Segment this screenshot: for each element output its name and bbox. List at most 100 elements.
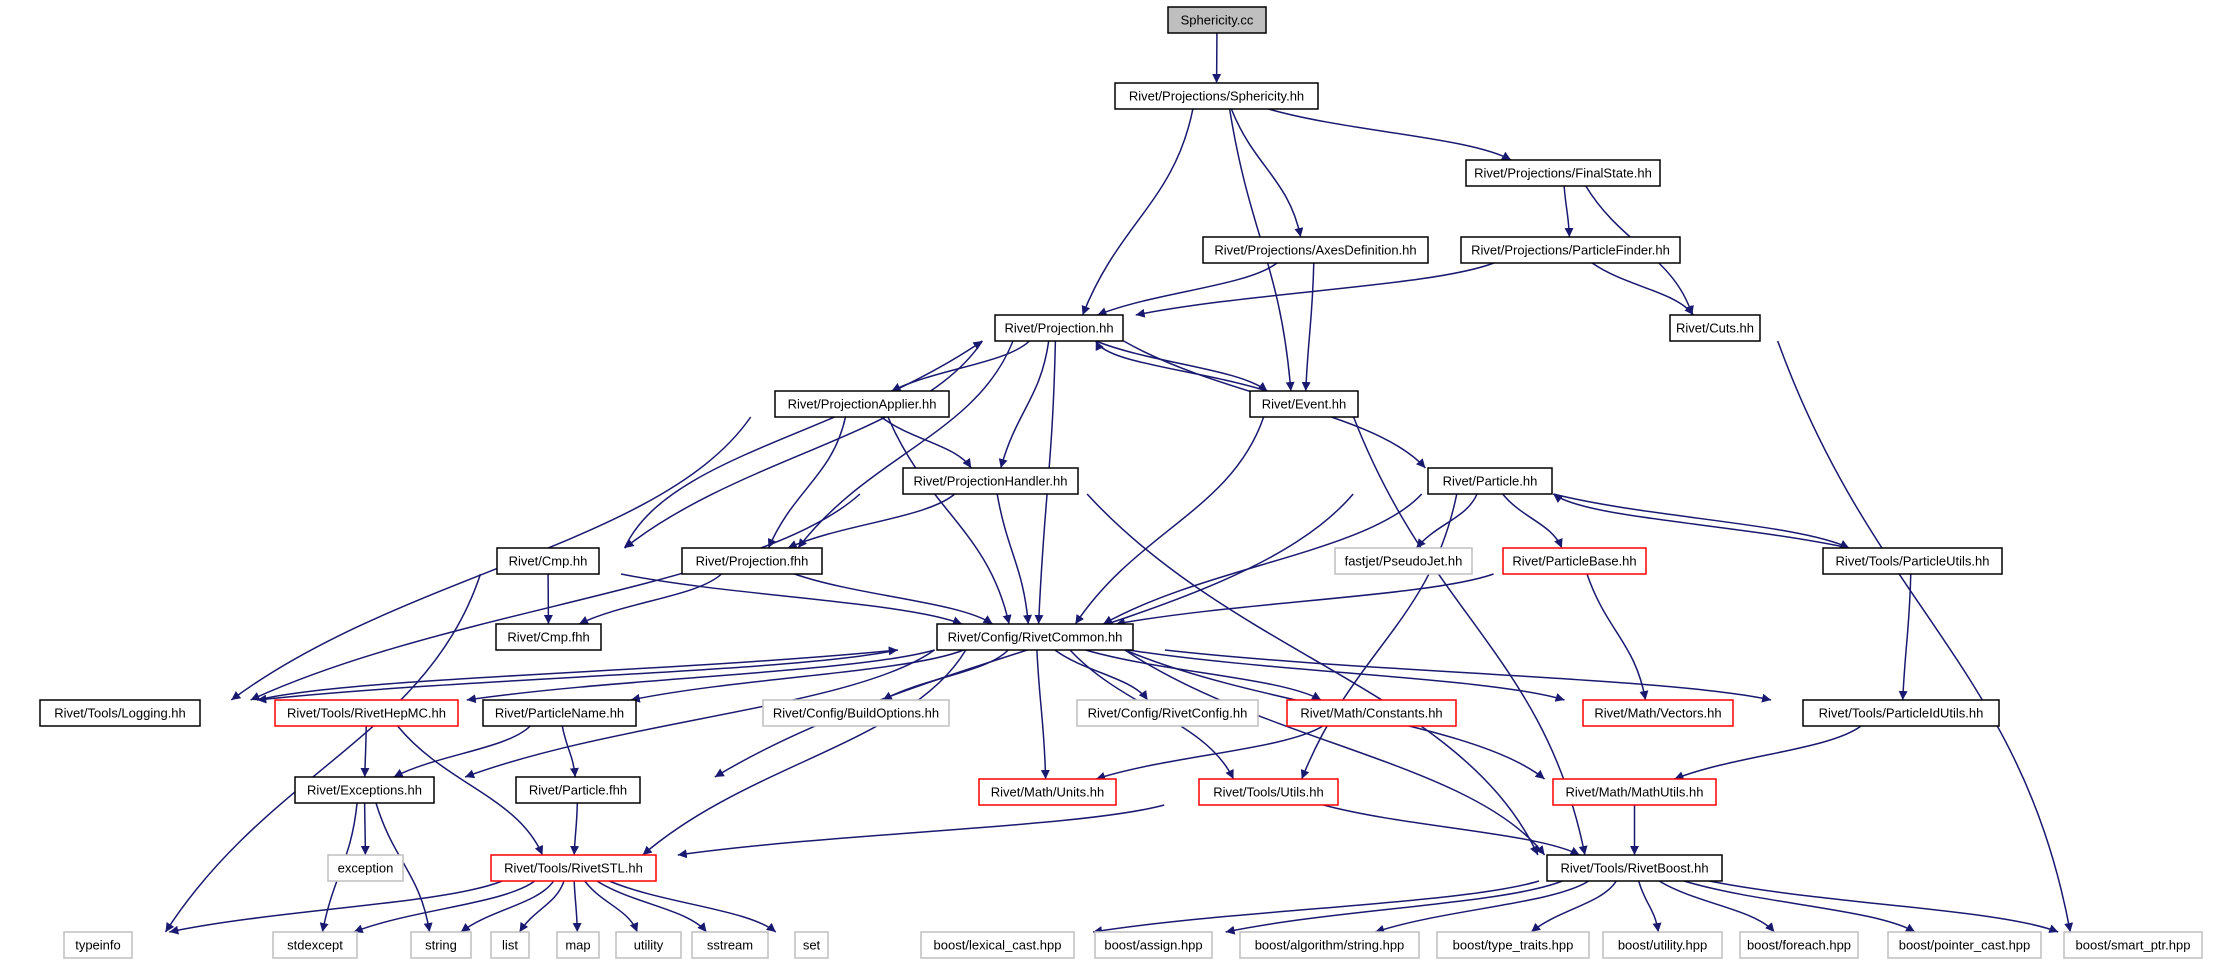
node-particle-fhh[interactable]: Rivet/Particle.fhh — [515, 776, 641, 804]
node-box — [272, 931, 358, 959]
edge-rivetstl-hh-to-stdexcept — [353, 880, 536, 933]
node-label: stdexcept — [287, 938, 343, 953]
node-rivethepmc-hh[interactable]: Rivet/Tools/RivetHepMC.hh — [274, 699, 459, 727]
node-cmp-hh[interactable]: Rivet/Cmp.hh — [496, 547, 600, 575]
edge-projectionapplier-hh-to-rivetcommon-hh — [887, 416, 1012, 625]
edge-projectionhandler-hh-to-rivetcommon-hh — [996, 493, 1032, 625]
node-label: Rivet/Config/RivetCommon.hh — [948, 630, 1123, 645]
edge-rivethepmc-hh-to-exceptions-hh — [360, 725, 370, 778]
node-rivetboost-hh[interactable]: Rivet/Tools/RivetBoost.hh — [1546, 854, 1723, 882]
edge-rivetcommon-hh-to-particlename-hh — [630, 649, 964, 703]
node-label: Rivet/Cuts.hh — [1676, 321, 1754, 336]
node-box — [902, 467, 1079, 495]
node-box — [1802, 699, 2000, 727]
edge-projection-fhh-to-rivetcommon-hh — [794, 573, 993, 625]
edge-rivetcommon-hh-to-buildoptions-hh — [882, 649, 1009, 701]
node-rivetstl-hh[interactable]: Rivet/Tools/RivetSTL.hh — [490, 854, 657, 882]
node-finalstate-hh[interactable]: Rivet/Projections/FinalState.hh — [1465, 159, 1661, 187]
node-particleidutils-hh[interactable]: Rivet/Tools/ParticleIdUtils.hh — [1802, 699, 2000, 727]
node-label: Rivet/Tools/Utils.hh — [1213, 785, 1324, 800]
node-mathutils-hh[interactable]: Rivet/Math/MathUtils.hh — [1552, 778, 1717, 806]
edge-particleutils-hh-to-particleidutils-hh — [1898, 573, 1912, 701]
node-label: Rivet/Projections/FinalState.hh — [1474, 166, 1652, 181]
node-label: Rivet/Particle.hh — [1443, 474, 1538, 489]
edge-particle-hh-to-rivetcommon-hh — [1102, 493, 1423, 625]
node-particlefinder-hh[interactable]: Rivet/Projections/ParticleFinder.hh — [1460, 236, 1681, 264]
node-label: Rivet/Cmp.hh — [509, 554, 588, 569]
node-box — [496, 547, 600, 575]
node-sphericity-hh[interactable]: Rivet/Projections/Sphericity.hh — [1114, 82, 1319, 110]
node-projectionapplier-hh[interactable]: Rivet/ProjectionApplier.hh — [774, 390, 950, 418]
node-particleutils-hh[interactable]: Rivet/Tools/ParticleUtils.hh — [1822, 547, 2003, 575]
edge-rivetboost-hh-to-assign — [1225, 880, 1563, 935]
node-box — [63, 931, 133, 959]
node-box — [1602, 931, 1723, 959]
node-projectionhandler-hh[interactable]: Rivet/ProjectionHandler.hh — [902, 467, 1079, 495]
node-event-hh[interactable]: Rivet/Event.hh — [1249, 390, 1359, 418]
edge-particlebase-hh-to-vectors-hh — [1586, 573, 1649, 701]
node-label: Rivet/ProjectionApplier.hh — [788, 397, 937, 412]
node-logging-hh[interactable]: Rivet/Tools/Logging.hh — [39, 699, 201, 727]
node-rivetcommon-hh[interactable]: Rivet/Config/RivetCommon.hh — [936, 623, 1134, 651]
node-pseudojet-hh: fastjet/PseudoJet.hh — [1334, 547, 1473, 575]
node-lexical-cast: boost/lexical_cast.hpp — [920, 931, 1075, 959]
node-box — [1094, 931, 1213, 959]
node-box — [1249, 390, 1359, 418]
node-box — [490, 854, 657, 882]
node-type-traits: boost/type_traits.hpp — [1436, 931, 1590, 959]
node-box — [274, 699, 459, 727]
edge-rivetcommon-hh-to-rivethepmc-hh — [466, 649, 935, 704]
node-vectors-hh[interactable]: Rivet/Math/Vectors.hh — [1582, 699, 1734, 727]
node-utils-hh[interactable]: Rivet/Tools/Utils.hh — [1198, 778, 1339, 806]
edge-particleidutils-hh-to-mathutils-hh — [1674, 725, 1862, 780]
node-cmp-fhh[interactable]: Rivet/Cmp.fhh — [495, 623, 602, 651]
node-constants-hh[interactable]: Rivet/Math/Constants.hh — [1286, 699, 1457, 727]
node-box — [490, 931, 530, 959]
node-label: Rivet/Event.hh — [1262, 397, 1347, 412]
node-box — [1552, 778, 1717, 806]
node-label: map — [565, 938, 590, 953]
edge-rivetboost-hh-to-pointer-cast — [1683, 880, 1916, 933]
node-projection-hh[interactable]: Rivet/Projection.hh — [994, 314, 1124, 342]
node-assign: boost/assign.hpp — [1094, 931, 1213, 959]
node-particlebase-hh[interactable]: Rivet/ParticleBase.hh — [1502, 547, 1647, 575]
edge-rivetcommon-hh-to-units-hh — [1036, 649, 1050, 780]
edge-logging-hh-to-rivetcommon-hh — [257, 646, 898, 701]
node-sphericity-cc[interactable]: Sphericity.cc — [1167, 6, 1267, 34]
node-label: boost/smart_ptr.hpp — [2076, 938, 2191, 953]
node-box — [515, 776, 641, 804]
node-particle-hh[interactable]: Rivet/Particle.hh — [1427, 467, 1553, 495]
node-label: boost/foreach.hpp — [1747, 938, 1851, 953]
node-label: Rivet/Cmp.fhh — [507, 630, 589, 645]
node-projection-fhh[interactable]: Rivet/Projection.fhh — [681, 547, 823, 575]
edge-particle-hh-to-particleutils-hh — [1553, 493, 1850, 549]
node-label: Rivet/Particle.fhh — [529, 783, 627, 798]
node-particlename-hh[interactable]: Rivet/ParticleName.hh — [482, 699, 637, 727]
node-label: Rivet/Projection.fhh — [696, 554, 809, 569]
node-pointer-cast: boost/pointer_cast.hpp — [1887, 931, 2042, 959]
node-units-hh[interactable]: Rivet/Math/Units.hh — [978, 778, 1117, 806]
node-label: string — [425, 938, 457, 953]
node-box — [1076, 699, 1259, 727]
node-cuts-hh[interactable]: Rivet/Cuts.hh — [1669, 314, 1761, 342]
node-box — [1887, 931, 2042, 959]
node-box — [920, 931, 1075, 959]
node-label: Rivet/Projections/ParticleFinder.hh — [1471, 243, 1670, 258]
node-label: Rivet/Tools/ParticleUtils.hh — [1836, 554, 1990, 569]
edge-projectionhandler-hh-to-logging-hh — [250, 493, 861, 701]
node-set: set — [794, 931, 829, 959]
node-label: Sphericity.cc — [1181, 13, 1254, 28]
edge-sphericity-hh-to-axesdefinition-hh — [1230, 108, 1304, 238]
node-box — [327, 854, 404, 882]
node-label: Rivet/Projections/Sphericity.hh — [1129, 89, 1304, 104]
node-box — [762, 699, 950, 727]
node-exceptions-hh[interactable]: Rivet/Exceptions.hh — [294, 776, 435, 804]
node-box — [1822, 547, 2003, 575]
node-box — [691, 931, 769, 959]
edge-event-hh-to-rivetcommon-hh — [1074, 416, 1265, 625]
node-axesdefinition-hh[interactable]: Rivet/Projections/AxesDefinition.hh — [1202, 236, 1429, 264]
edge-utils-hh-to-rivetboost-hh — [1323, 804, 1580, 856]
node-box — [1465, 159, 1661, 187]
node-exception: exception — [327, 854, 404, 882]
node-label: Rivet/ParticleBase.hh — [1512, 554, 1636, 569]
